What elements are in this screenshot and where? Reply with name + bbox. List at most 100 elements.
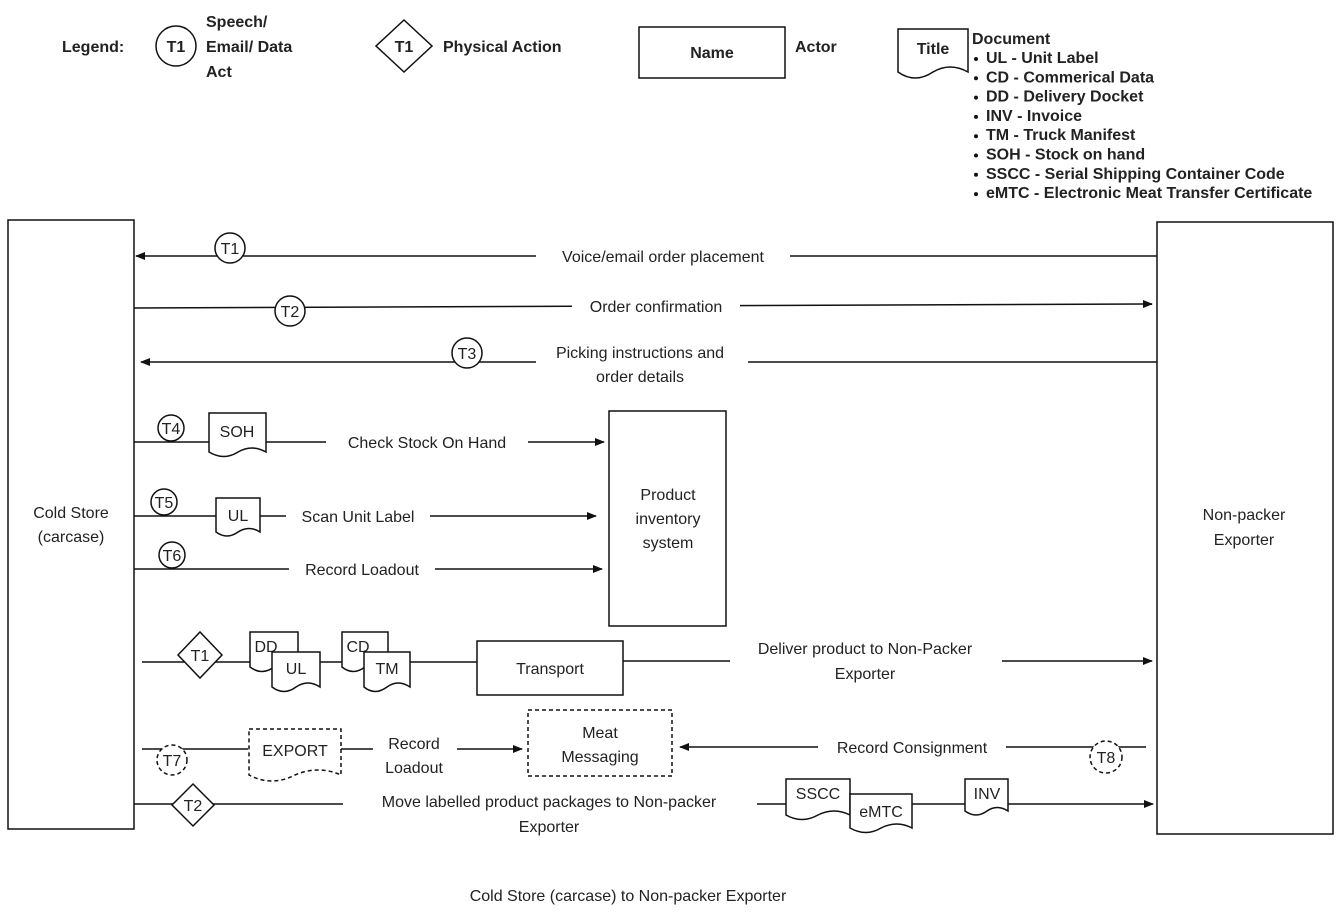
document-item: SSCC - Serial Shipping Container Code [986, 166, 1285, 183]
meat-messaging-label-line1: Meat [582, 725, 618, 742]
flow-t5-document [215, 497, 261, 537]
flow-t4-document-label: SOH [220, 424, 255, 441]
flow-t8-tag-label: T8 [1097, 750, 1116, 767]
flow-t7-document [248, 728, 342, 782]
physical-action-symbol [374, 18, 434, 74]
inventory-label-line3: system [643, 535, 694, 552]
flow-t1-tag [214, 232, 246, 264]
actor-symbol [638, 26, 786, 79]
transport-label: Transport [516, 661, 584, 678]
flow-p2-label-line2: Exporter [519, 819, 580, 836]
document-item: eMTC - Electronic Meat Transfer Certific… [986, 185, 1312, 202]
document-item: INV - Invoice [986, 108, 1082, 125]
flow-t8-label: Record Consignment [837, 740, 988, 757]
flow-t4-label-bg [326, 432, 528, 452]
flow-t1-label-bg [536, 246, 790, 266]
flow-p1-document-ul [271, 651, 321, 693]
document-item-bullet [974, 114, 978, 119]
document-item: TM - Truck Manifest [986, 127, 1136, 144]
actor-symbol-label: Name [690, 45, 734, 62]
flow-t5-label-bg [286, 506, 430, 526]
document-item: UL - Unit Label [986, 50, 1099, 67]
flow-p1-tag-label: T1 [191, 648, 210, 665]
meat-messaging-label-line2: Messaging [561, 749, 638, 766]
flow-t3-label-line1: Picking instructions and [556, 345, 724, 362]
inventory-label-line1: Product [640, 487, 696, 504]
speech-act-symbol-label: T1 [167, 39, 186, 56]
flow-t2-label-bg [572, 296, 740, 316]
flow-t7-label-line2: Loadout [385, 760, 443, 777]
flow-t1-tag-label: T1 [221, 241, 240, 258]
inventory-label-line2: inventory [636, 511, 701, 528]
flow-t1-label: Voice/email order placement [562, 249, 764, 266]
exporter-label-line1: Non-packer [1203, 507, 1286, 524]
transport-actor [476, 640, 624, 696]
flow-t4-tag-label: T4 [162, 421, 181, 438]
flow-t4-document [208, 412, 267, 458]
document-item-bullet [974, 192, 978, 197]
flow-p2-document-inv-label: INV [974, 786, 1001, 803]
flow-t5-document-label: UL [228, 508, 249, 525]
flow-t6-tag-label: T6 [163, 548, 182, 565]
document-item-bullet [974, 153, 978, 158]
document-item-bullet [974, 76, 978, 81]
document-item-bullet [974, 57, 978, 61]
flow-t5-label: Scan Unit Label [302, 509, 415, 526]
flow-p1-label-line1: Deliver product to Non-Packer [758, 641, 973, 658]
flow-p2-label-line1: Move labelled product packages to Non-pa… [382, 794, 717, 811]
document-symbol-label: Title [917, 41, 950, 58]
cold-store-actor [7, 219, 135, 830]
flow-t2-tag-label: T2 [281, 304, 300, 321]
flow-t5-tag-label: T5 [155, 495, 174, 512]
flow-p2-document-emtc-label: eMTC [859, 804, 903, 821]
cold-store-label-line2: (carcase) [38, 529, 105, 546]
speech-act-symbol [155, 25, 197, 67]
cold-store-label-line1: Cold Store [33, 505, 109, 522]
flow-t5-tag [150, 488, 178, 516]
document-item: CD - Commerical Data [986, 69, 1154, 86]
document-item-bullet [974, 172, 978, 177]
legend-title: Legend: [62, 39, 124, 56]
flow-t3-label-bg [536, 340, 748, 388]
diagram-title: Cold Store (carcase) to Non-packer Expor… [470, 888, 787, 905]
flow-p2-tag-label: T2 [184, 798, 203, 815]
flow-t7-tag-label: T7 [163, 753, 182, 770]
document-symbol [897, 28, 969, 79]
legend: Legend: T1 Speech/ Email/ Data Act T1 Ph… [62, 14, 1312, 202]
exporter-actor [1156, 221, 1334, 835]
flow-t7-tag [156, 744, 188, 776]
flow-p1-document-ul-label: UL [286, 661, 307, 678]
flow-t6-label-bg [289, 559, 435, 579]
exporter-label-line2: Exporter [1214, 532, 1275, 549]
flow-t6-label: Record Loadout [305, 562, 419, 579]
flow-p1-document-tm-label: TM [375, 661, 398, 678]
flow-p1-label-bg [730, 638, 1002, 686]
flow-t8-tag [1089, 740, 1123, 774]
flow-p2-document-sscc-label: SSCC [796, 786, 840, 803]
flow-t7-document-label: EXPORT [262, 743, 328, 760]
flow-p2-label-bg [343, 792, 757, 838]
document-item-bullet [974, 95, 978, 100]
flow-t7-label-bg [373, 733, 457, 777]
speech-act-label-line3: Act [206, 64, 232, 81]
speech-act-label-line1: Speech/ [206, 14, 268, 31]
document-abbreviation-list: UL - Unit Label CD - Commerical Data DD - … [974, 50, 1312, 202]
flow-p2-tag [170, 782, 216, 828]
flow-p2-document-sscc [785, 778, 851, 821]
speech-act-label-line2: Email/ Data [206, 39, 292, 56]
flow-t2-tag [274, 295, 306, 327]
flow-p1-label-line2: Exporter [835, 666, 896, 683]
flow-t8-label-bg [818, 737, 1006, 757]
document-item: SOH - Stock on hand [986, 147, 1145, 164]
document-item: DD - Delivery Docket [986, 89, 1144, 106]
actor-label: Actor [795, 39, 837, 56]
flow-t3-tag-label: T3 [458, 346, 477, 363]
physical-action-symbol-label: T1 [395, 39, 414, 56]
flow-t7-label-line1: Record [388, 736, 440, 753]
flow-p1-tag [176, 630, 224, 680]
flow-p2-document-inv [964, 778, 1009, 816]
flow-p1-document-tm [363, 651, 411, 693]
flow-t3-label-line2: order details [596, 369, 684, 386]
document-label: Document [972, 31, 1051, 48]
